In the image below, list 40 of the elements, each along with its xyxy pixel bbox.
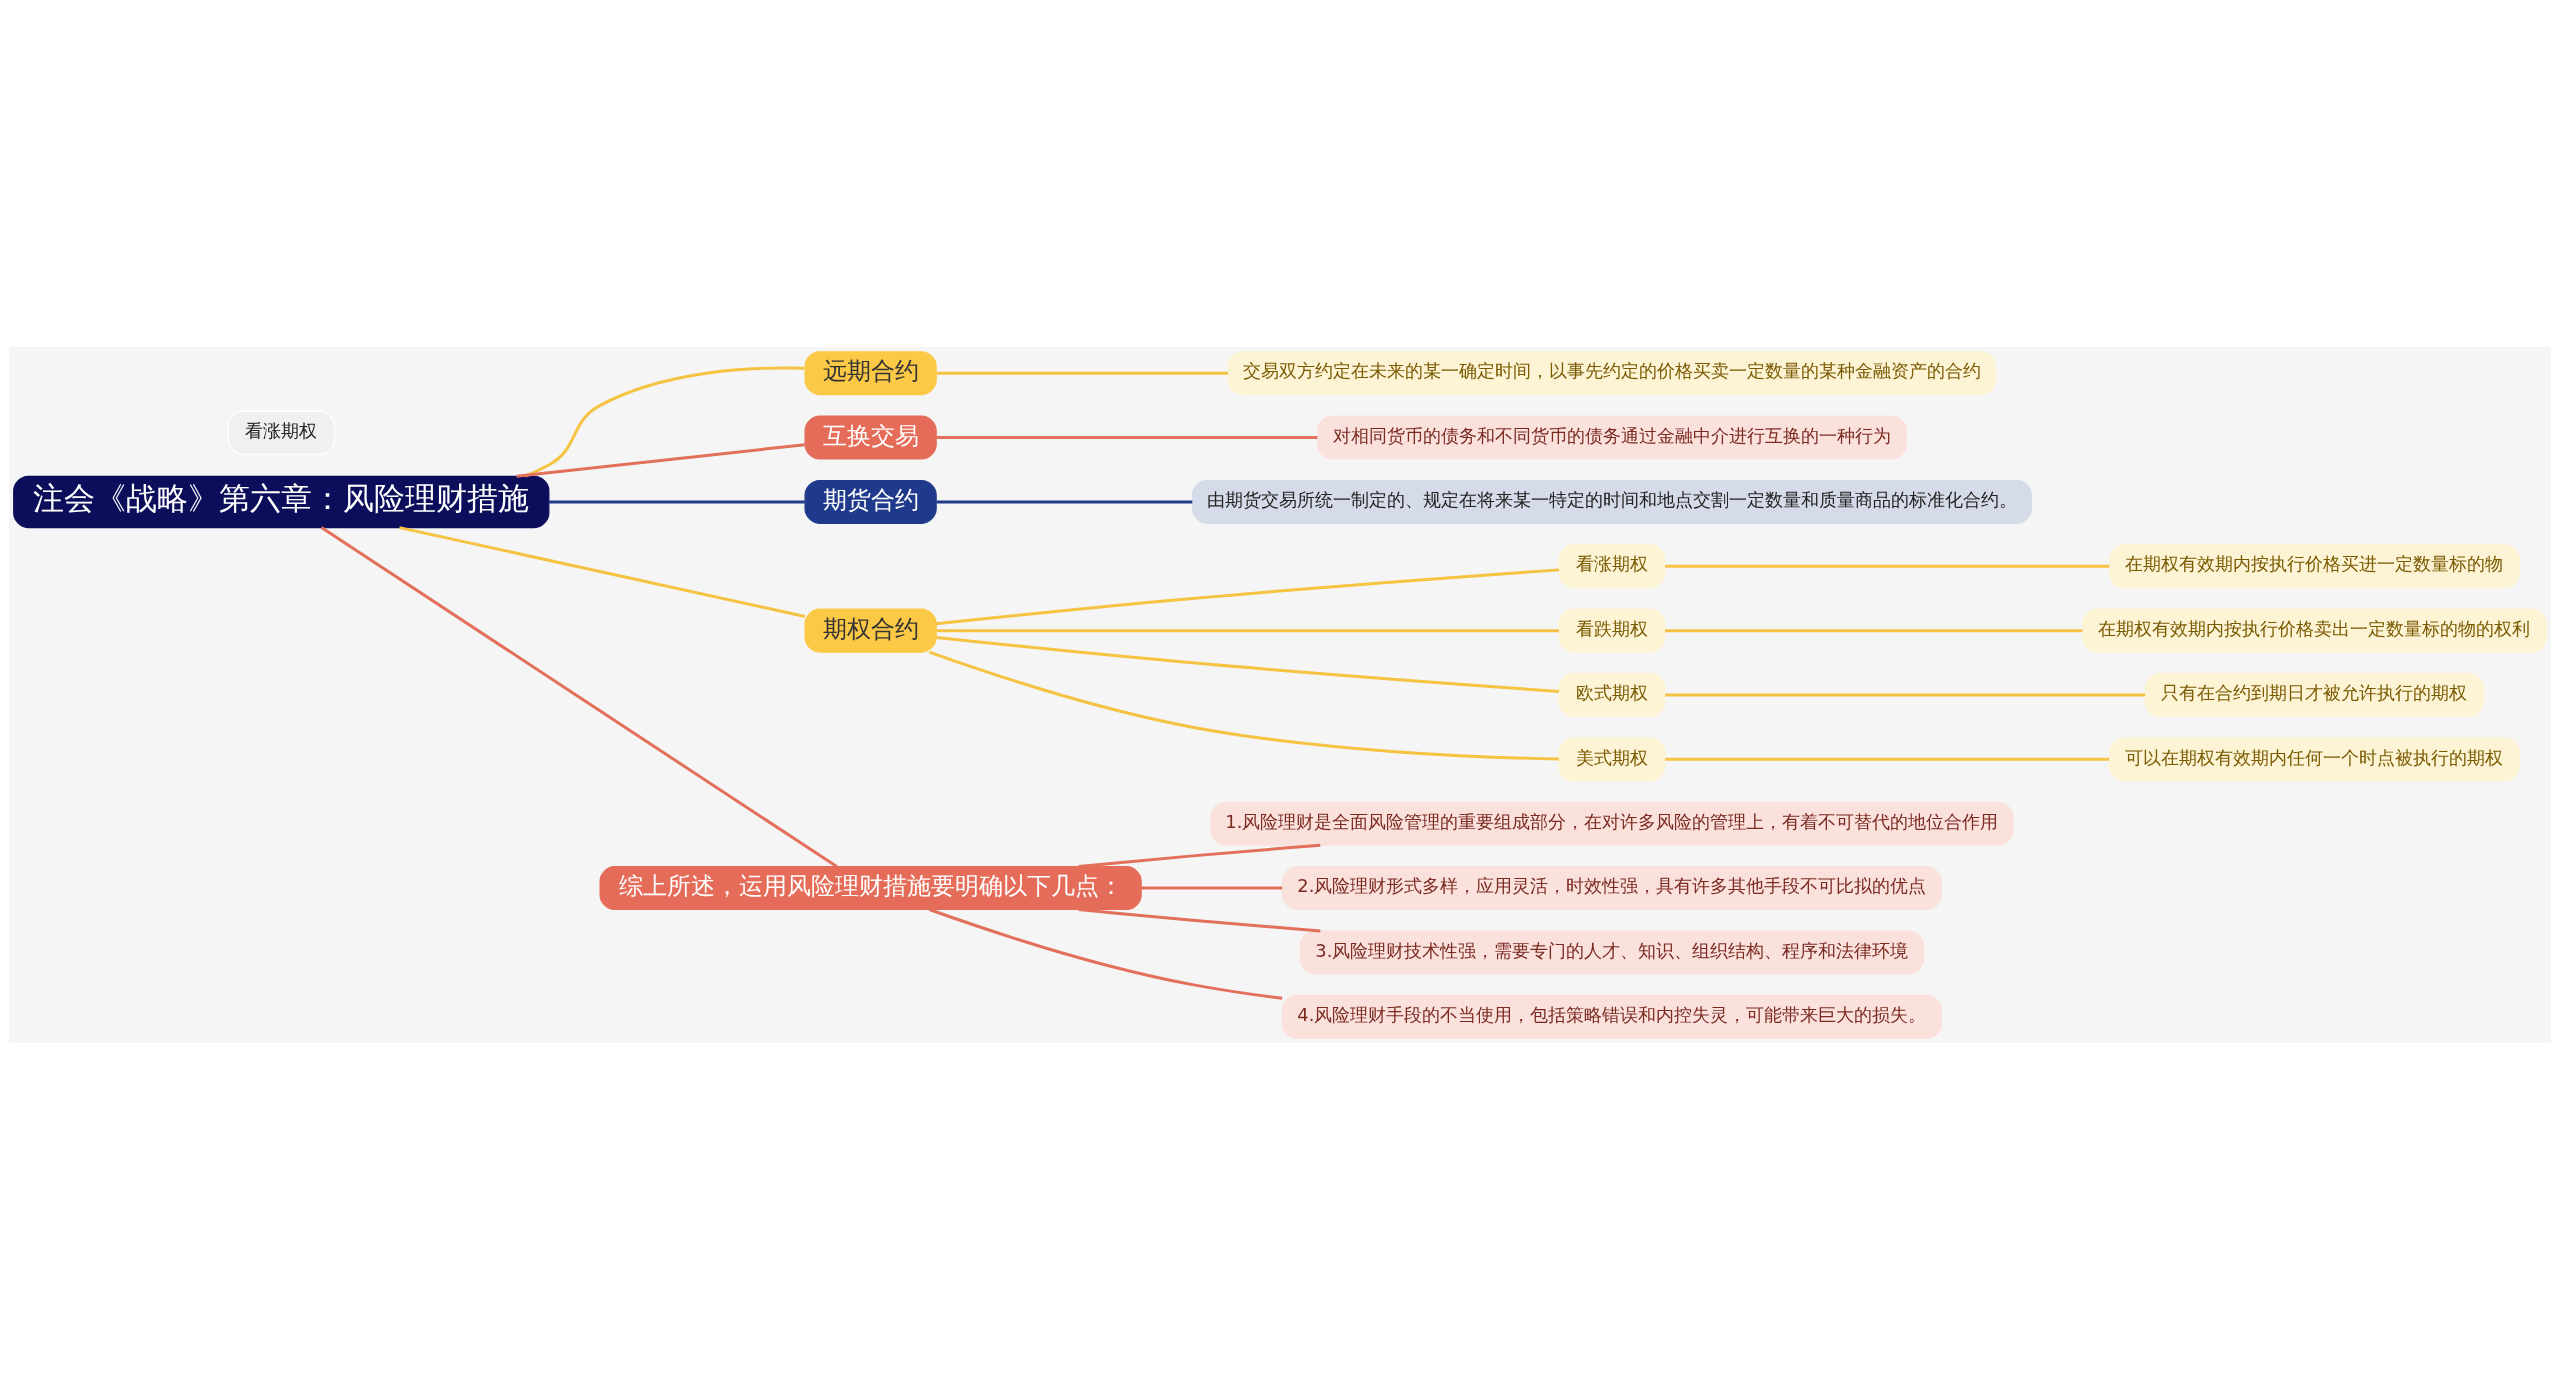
node-box: 期货合约 <box>804 479 937 524</box>
connector <box>936 371 1228 375</box>
node-box: 在期权有效期内按执行价格买进一定数量标的物 <box>2108 544 2521 589</box>
node-box: 对相同货币的债务和不同货币的债务通过金融中介进行互换的一种行为 <box>1316 415 1907 460</box>
node-box: 在期权有效期内按执行价格卖出一定数量标的物的权利 <box>2082 608 2547 653</box>
connector <box>936 436 1318 440</box>
node-box: 欧式期权 <box>1558 672 1666 718</box>
node-box: 期权合约 <box>804 608 937 653</box>
connector <box>936 636 1559 693</box>
node-box: 4.风险理财手段的不当使用，包括策略错误和内控失灵，可能带来巨大的损失。 <box>1281 994 1943 1039</box>
connector <box>1665 757 2110 761</box>
node-box: 由期货交易所统一制定的、规定在将来某一特定的时间和地点交割一定数量和质量商品的标准化合约。 <box>1191 479 2032 524</box>
connector <box>1665 564 2110 568</box>
node-box: 交易双方约定在未来的某一确定时间，以事先约定的价格买卖一定数量的某种金融资产的合约 <box>1227 351 1997 396</box>
connector <box>1078 908 1321 933</box>
node-box: 综上所述，运用风险理财措施要明确以下几点： <box>599 866 1142 911</box>
connector <box>936 568 1559 626</box>
connector <box>928 908 1283 1000</box>
node-box: 互换交易 <box>804 415 937 460</box>
node-box: 看涨期权 <box>1558 544 1666 589</box>
connector <box>399 526 806 618</box>
connector <box>1665 693 2146 697</box>
connector <box>548 500 805 504</box>
connector <box>928 650 1559 761</box>
node-box: 1.风险理财是全面风险管理的重要组成部分，在对许多风险的管理上，有着不可替代的地位合作用 <box>1210 801 2014 846</box>
connector <box>936 500 1193 504</box>
node-box: 3.风险理财技术性强，需要专门的人才、知识、组织结构、程序和法律环境 <box>1299 930 1925 975</box>
node-box: 注会《战略》第六章：风险理财措施 <box>13 475 550 529</box>
node-box: 远期合约 <box>804 351 937 396</box>
connector <box>320 526 838 868</box>
connector <box>1665 629 2083 633</box>
node-box: 看跌期权 <box>1558 608 1666 653</box>
node-box: 美式期权 <box>1558 737 1666 782</box>
connector <box>1141 886 1283 890</box>
node-box: 可以在期权有效期内任何一个时点被执行的期权 <box>2108 737 2521 782</box>
connector <box>516 443 805 478</box>
connector <box>1078 843 1321 869</box>
connector <box>936 629 1559 633</box>
node-box: 2.风险理财形式多样，应用灵活，时效性强，具有许多其他手段不可比拟的优点 <box>1281 866 1943 911</box>
node-box: 只有在合约到期日才被允许执行的期权 <box>2144 672 2485 718</box>
